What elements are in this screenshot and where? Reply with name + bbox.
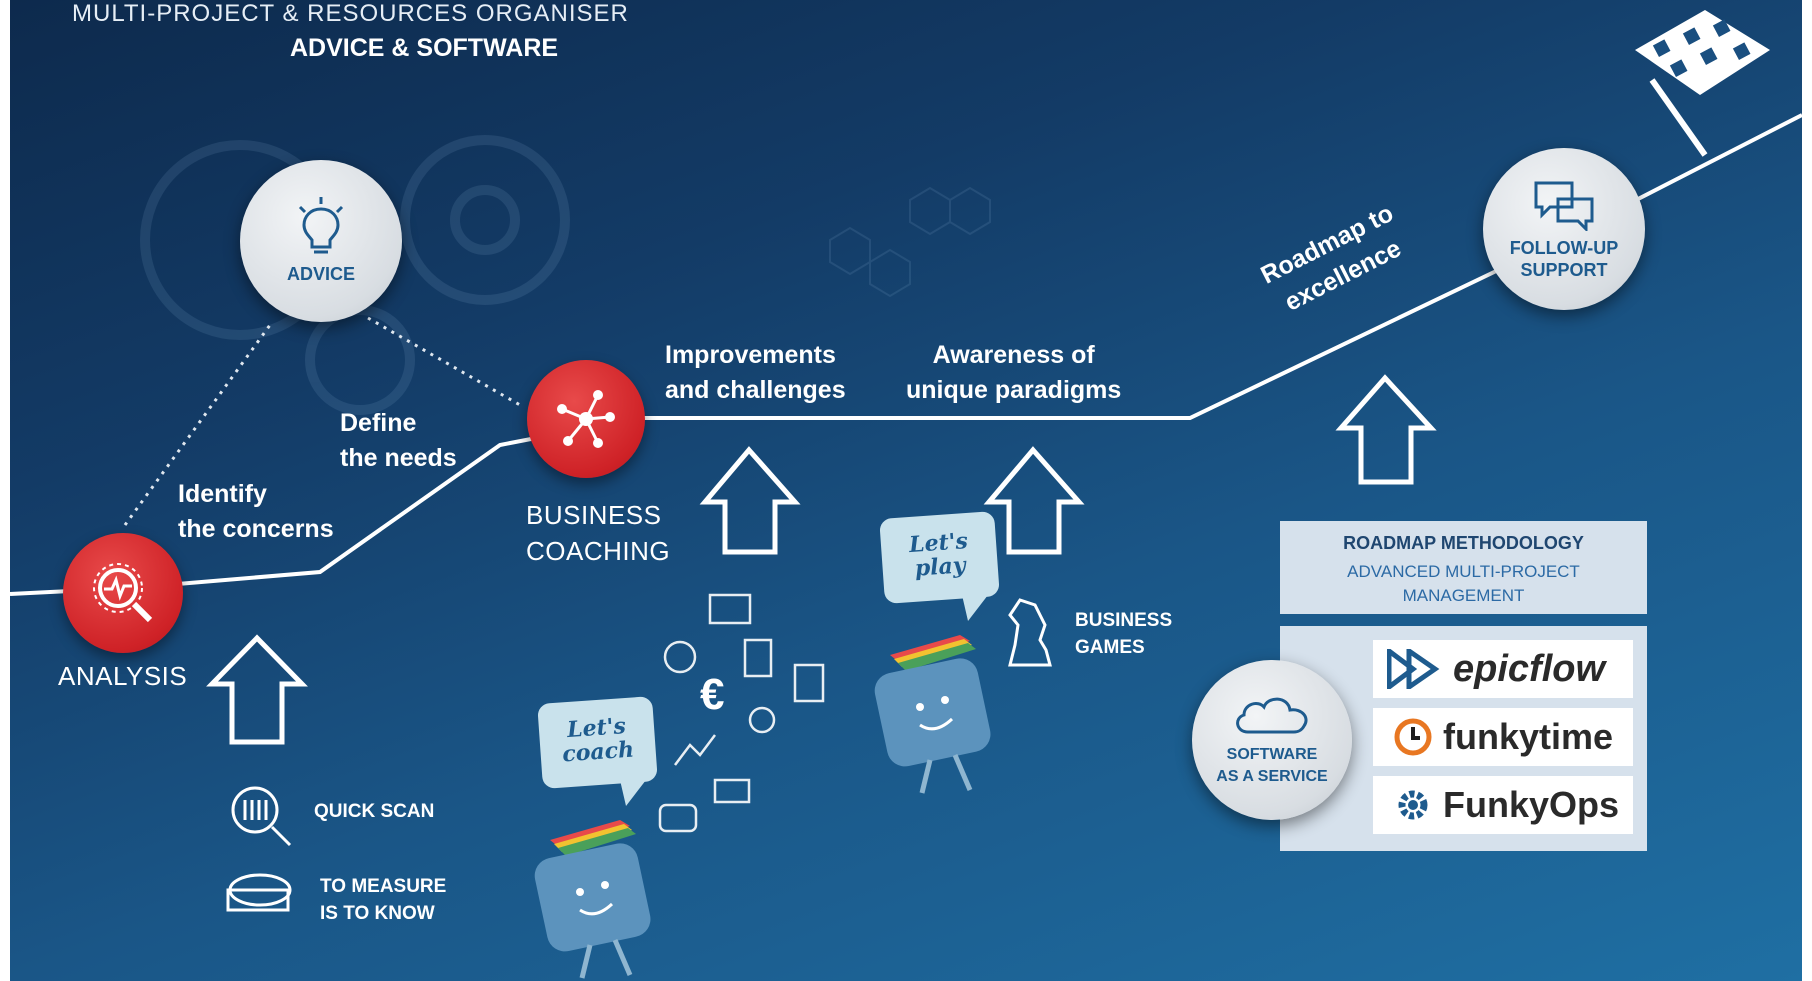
- lets-coach-bubble: Let's coach: [537, 696, 658, 789]
- funkyops-logo: FunkyOps: [1373, 776, 1633, 834]
- business-coaching-line2: COACHING: [526, 536, 671, 566]
- business-coaching-circle: [527, 360, 645, 478]
- define-line2: the needs: [340, 444, 457, 472]
- measure-line2: IS TO KNOW: [320, 903, 435, 924]
- clock-icon: [1394, 718, 1432, 756]
- measure-label: TO MEASURE IS TO KNOW: [320, 873, 446, 927]
- subtitle-line1: ADVANCED MULTI-PROJECT: [1347, 562, 1580, 581]
- brand-title: MULTI-PROJECT & RESOURCES ORGANISER: [72, 0, 629, 27]
- table-small-icon: [708, 593, 752, 625]
- advice-circle: ADVICE: [240, 160, 402, 322]
- brand-subtitle: ADVICE & SOFTWARE: [290, 34, 559, 62]
- up-arrow-analysis: [206, 634, 308, 745]
- subtitle-line2: MANAGEMENT: [1402, 586, 1525, 605]
- saas-label: SOFTWARE AS A SERVICE: [1216, 744, 1327, 788]
- lets-play-bubble: Let's play: [879, 511, 1000, 604]
- epicflow-logo: epicflow: [1373, 640, 1633, 698]
- saas-line2: AS A SERVICE: [1216, 768, 1328, 785]
- funkyops-name: FunkyOps: [1443, 784, 1620, 825]
- lightbulb-icon: [298, 197, 344, 254]
- euro-icon: €: [700, 670, 725, 719]
- double-play-icon: [1387, 649, 1440, 689]
- business-games-line1: BUSINESS: [1075, 610, 1173, 631]
- follow-up-line2: SUPPORT: [1520, 260, 1608, 280]
- cloud-icon: [1236, 697, 1308, 734]
- analysis-label: ANALYSIS: [58, 661, 188, 691]
- dotted-connector-right: [367, 316, 521, 407]
- roadmap-methodology-title: ROADMAP METHODOLOGY: [1343, 533, 1584, 553]
- laptop-small-icon: [713, 778, 751, 804]
- chart-small-icon: [674, 734, 716, 766]
- background-hexagons: [829, 186, 991, 298]
- identify-line1: Identify: [178, 480, 267, 508]
- roadmap-methodology-subtitle: ADVANCED MULTI-PROJECT MANAGEMENT: [1280, 560, 1647, 608]
- identify-concerns-label: Identify the concerns: [178, 477, 334, 547]
- chat-bubbles-icon: [1534, 181, 1594, 231]
- tool-icons: [226, 598, 1052, 912]
- improvements-line1: Improvements: [665, 341, 836, 369]
- play-bubble-tail: [962, 595, 988, 621]
- tape-measure-icon: [226, 873, 292, 912]
- coaching-icons: [658, 593, 825, 833]
- business-games-label: BUSINESS GAMES: [1075, 607, 1172, 661]
- network-icon: [557, 390, 615, 448]
- chat-small-icon: [658, 803, 698, 833]
- play-mascot: [874, 635, 991, 794]
- awareness-line2: unique paradigms: [906, 376, 1122, 404]
- gear-icon: [1398, 790, 1428, 820]
- chess-knight-icon: [1008, 598, 1052, 667]
- identify-line2: the concerns: [178, 515, 334, 543]
- analysis-circle: [63, 533, 183, 653]
- calculator-small-icon: [743, 638, 773, 678]
- up-arrow-roadmap: [1335, 374, 1437, 485]
- awareness-line1: Awareness of: [932, 341, 1095, 369]
- business-coaching-line1: BUSINESS: [526, 500, 662, 530]
- awareness-label: Awareness of unique paradigms: [906, 338, 1121, 408]
- saas-line1: SOFTWARE: [1226, 746, 1318, 763]
- document-small-icon: [793, 663, 825, 703]
- epicflow-name: epicflow: [1453, 647, 1606, 690]
- measure-line1: TO MEASURE: [320, 876, 447, 897]
- define-line1: Define: [340, 409, 417, 437]
- business-games-line2: GAMES: [1075, 637, 1145, 658]
- roadmap-methodology-panel: ROADMAP METHODOLOGY ADVANCED MULTI-PROJE…: [1280, 521, 1647, 614]
- follow-up-line1: FOLLOW-UP: [1509, 238, 1619, 258]
- up-arrow-improvements: [699, 446, 801, 555]
- improvements-line2: and challenges: [665, 376, 846, 404]
- funkytime-logo: funkytime: [1373, 708, 1633, 766]
- follow-up-support-circle: FOLLOW-UP SUPPORT: [1483, 148, 1645, 310]
- barcode-magnifier-icon: [231, 786, 292, 847]
- quick-scan-label: QUICK SCAN: [314, 801, 435, 822]
- clock-small-icon: [663, 640, 697, 674]
- coach-mascot: [534, 820, 651, 979]
- define-needs-label: Define the needs: [340, 406, 457, 476]
- saas-circle: SOFTWARE AS A SERVICE: [1192, 660, 1352, 820]
- improvements-label: Improvements and challenges: [665, 338, 846, 408]
- follow-up-label: FOLLOW-UP SUPPORT: [1510, 237, 1619, 281]
- funkytime-name: funkytime: [1443, 716, 1614, 757]
- coach-bubble-tail: [620, 780, 646, 806]
- business-coaching-label: BUSINESS COACHING: [526, 497, 670, 569]
- checkered-flag-icon: [1635, 10, 1770, 157]
- person-small-icon: [748, 706, 776, 734]
- advice-label: ADVICE: [286, 264, 355, 284]
- diagnosis-magnifier-icon: [93, 563, 153, 623]
- up-arrow-awareness: [983, 446, 1085, 555]
